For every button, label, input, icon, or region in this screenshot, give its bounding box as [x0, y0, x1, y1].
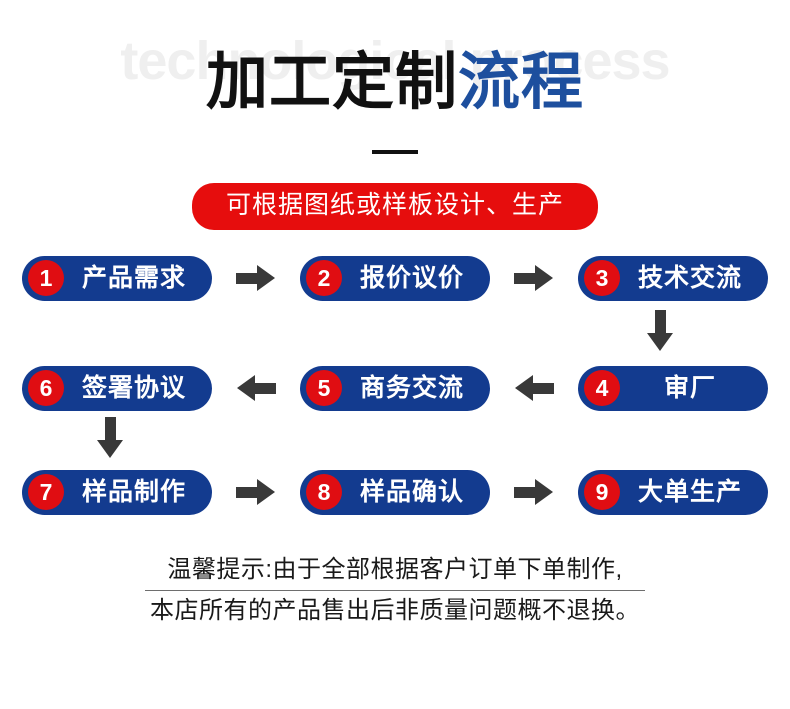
watermark-text: technological process [120, 31, 670, 91]
footer-note-line-1: 温馨提示:由于全部根据客户订单下单制作, [167, 556, 623, 584]
step-number-badge: 7 [28, 474, 64, 511]
step-number-badge: 2 [306, 260, 342, 297]
flow-row-1: 1 产品需求 2 报价议价 3 技术交流 [0, 252, 790, 304]
arrow-right-icon [514, 265, 554, 292]
flow-row-3: 7 样品制作 8 样品确认 9 大单生产 [0, 466, 790, 518]
banner-section: 可根据图纸或样板设计、生产 [0, 183, 790, 231]
page-title: 加工定制流程 [0, 52, 790, 114]
step-label: 技术交流 [637, 263, 742, 292]
step-number-badge: 6 [28, 370, 64, 407]
arrow-right-icon [514, 479, 554, 506]
header-section: technological process 加工定制流程 [0, 0, 790, 175]
step-number-badge: 8 [306, 474, 342, 511]
arrow-down-icon [97, 417, 123, 459]
step-label: 商务交流 [359, 373, 464, 402]
flow-connector-row-2-to-3 [0, 414, 790, 466]
step-label: 签署协议 [81, 373, 186, 402]
flow-step-3[interactable]: 3 技术交流 [578, 255, 768, 301]
step-number-badge: 9 [584, 474, 620, 511]
flow-row-2: 6 签署协议 5 商务交流 4 审厂 [0, 362, 790, 414]
flow-step-2[interactable]: 2 报价议价 [300, 255, 490, 301]
step-label: 大单生产 [637, 477, 742, 506]
arrow-left-icon [236, 375, 276, 402]
arrow-right-icon [236, 265, 276, 292]
page-title-dark-part: 加工定制 [205, 48, 458, 117]
arrow-left-icon [514, 375, 554, 402]
flow-step-5[interactable]: 5 商务交流 [300, 365, 490, 411]
flow-step-7[interactable]: 7 样品制作 [22, 469, 212, 515]
step-label: 审厂 [663, 373, 716, 402]
footer-note: 温馨提示:由于全部根据客户订单下单制作, 本店所有的产品售出后非质量问题概不退换… [0, 552, 790, 629]
flow-connector-row-1-to-2 [0, 304, 790, 362]
step-label: 报价议价 [359, 263, 464, 292]
subtitle-banner: 可根据图纸或样板设计、生产 [191, 183, 598, 231]
arrow-down-icon [647, 310, 673, 352]
footer-note-line-2: 本店所有的产品售出后非质量问题概不退换。 [150, 597, 640, 625]
step-label: 样品制作 [81, 477, 186, 506]
step-label: 产品需求 [81, 263, 186, 292]
flow-step-9[interactable]: 9 大单生产 [578, 469, 768, 515]
process-flow-diagram: 1 产品需求 2 报价议价 3 技术交流 6 签署协议 [0, 252, 790, 518]
flow-step-1[interactable]: 1 产品需求 [22, 255, 212, 301]
arrow-right-icon [236, 479, 276, 506]
page-title-blue-part: 流程 [458, 48, 585, 117]
step-label: 样品确认 [359, 477, 464, 506]
flow-step-4[interactable]: 4 审厂 [578, 365, 768, 411]
step-number-badge: 5 [306, 370, 342, 407]
step-number-badge: 1 [28, 260, 64, 297]
flow-step-6[interactable]: 6 签署协议 [22, 365, 212, 411]
footer-divider [145, 590, 645, 592]
flow-step-8[interactable]: 8 样品确认 [300, 469, 490, 515]
title-underline-dash [372, 150, 418, 154]
step-number-badge: 4 [584, 370, 620, 407]
step-number-badge: 3 [584, 260, 620, 297]
